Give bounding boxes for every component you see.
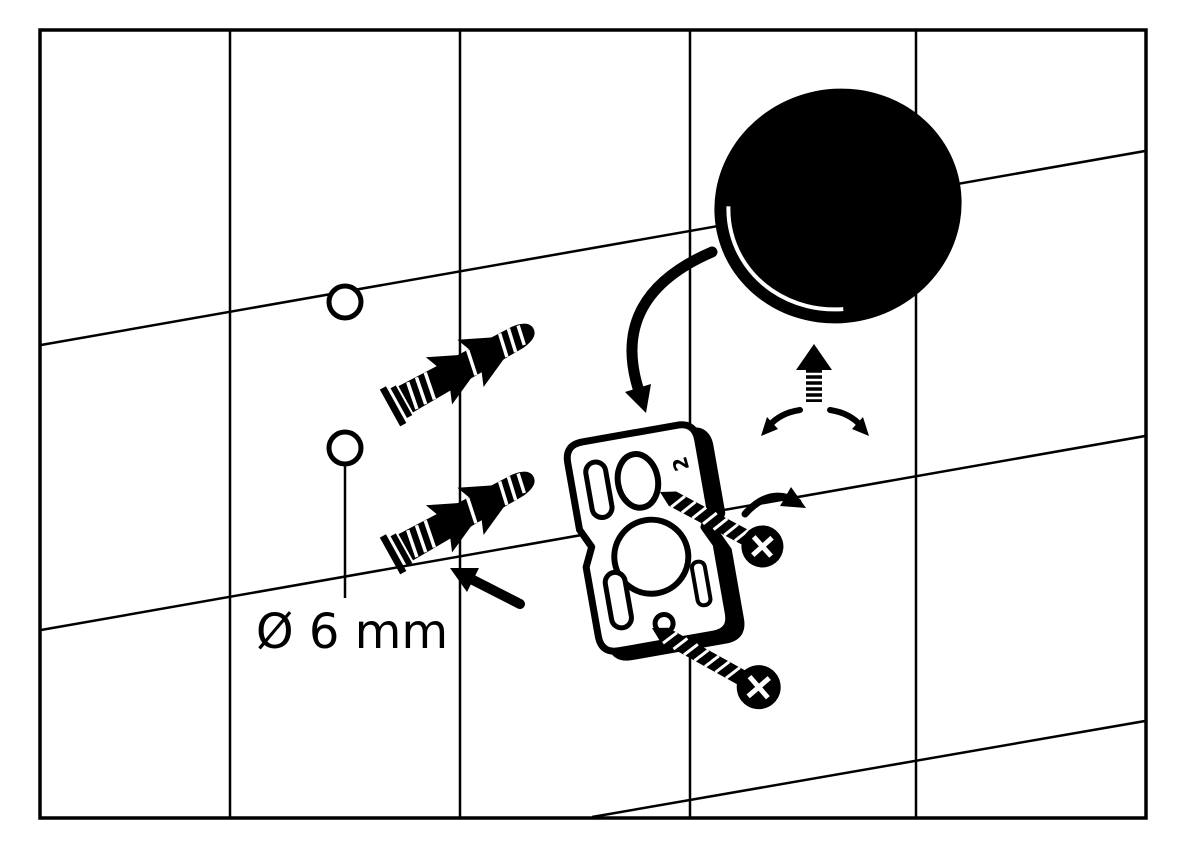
drill-holes: Ø 6 mm (256, 283, 448, 660)
drill-hole-top (326, 283, 364, 321)
plate-slot-left-top (583, 459, 615, 521)
plate-marking: 2 (667, 454, 694, 474)
drill-hole-bottom (326, 429, 364, 467)
twist-arrows (761, 407, 869, 436)
anchor-collar-band (390, 533, 413, 567)
twist-arrow-left-head (761, 417, 778, 436)
phillips-cross-icon (751, 535, 774, 558)
plate-slot-left-bottom (602, 569, 634, 631)
plate-hole-oval (614, 451, 662, 511)
mounting-screw-bottom (652, 627, 781, 710)
push-arrow-stripes (806, 372, 822, 400)
anchor-fin (481, 358, 505, 388)
placement-arrow (625, 246, 718, 413)
tile-grid-line (40, 149, 1146, 347)
cover-cap-rim-highlight (726, 100, 950, 312)
anchor-fin (481, 506, 505, 536)
phillips-cross-icon (746, 674, 771, 700)
screw-threads (670, 495, 750, 543)
anchor-fin (450, 523, 473, 553)
anchor-fin (425, 502, 462, 516)
tiled-wall-grid (38, 28, 1148, 820)
mounting-screw-top (660, 491, 784, 568)
wall-border (38, 28, 1148, 820)
insert-arrow-shaft (468, 575, 525, 609)
anchor-fin (425, 354, 462, 368)
rotation-arrow-head (780, 487, 806, 508)
anchor-collar (379, 534, 407, 575)
twist-arrow-right-head (852, 417, 869, 436)
mounting-plate: 2 (563, 421, 745, 661)
anchor-collar (379, 386, 407, 427)
tile-grid-line (591, 719, 1146, 819)
plate-hole-center (611, 516, 692, 597)
insert-arrow-head (450, 568, 479, 592)
anchor-fin (457, 485, 493, 498)
push-arrow (796, 344, 832, 402)
cover-cap-disc (714, 88, 962, 324)
push-arrow-head (796, 344, 832, 370)
wall-anchor-bottom (379, 471, 535, 575)
wall-anchor-top (379, 323, 535, 427)
anchor-collar-band (390, 385, 413, 419)
drill-diameter-label: Ø 6 mm (256, 604, 448, 660)
screw-threads (662, 631, 741, 680)
anchor-ribs (406, 473, 526, 558)
insert-direction-arrow (450, 568, 525, 609)
anchor-ribs (406, 325, 526, 410)
cover-cap (714, 88, 962, 324)
anchor-fin (457, 337, 493, 350)
anchor-fin (450, 375, 473, 405)
placement-arrow-shaft (626, 246, 718, 394)
placement-arrow-head (625, 384, 651, 413)
plate-slot-right (689, 559, 713, 608)
screw-rotation-arrow (741, 487, 806, 518)
